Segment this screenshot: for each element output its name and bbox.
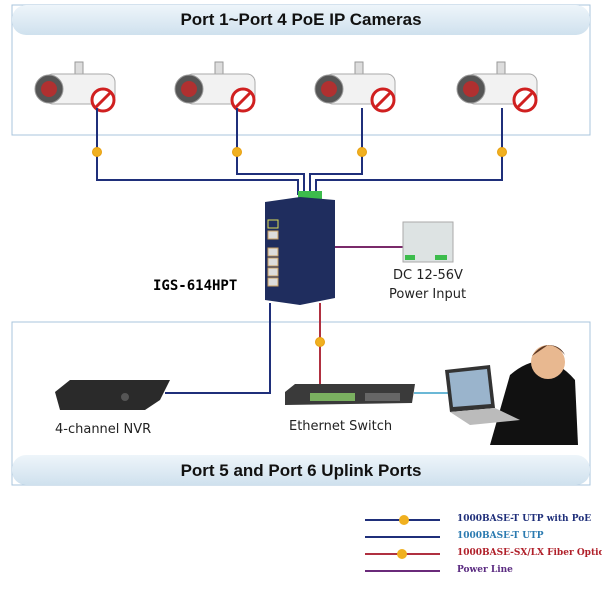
igs-614hpt-switch bbox=[265, 197, 335, 305]
nvr-device bbox=[55, 380, 170, 410]
legend-power-line: Power Line bbox=[457, 565, 513, 575]
top-band-title: Port 1~Port 4 PoE IP Cameras bbox=[180, 10, 422, 29]
legend-poe-marker bbox=[399, 515, 409, 525]
ethernet-switch-label: Ethernet Switch bbox=[289, 419, 393, 434]
legend-utp: 1000BASE-T UTP bbox=[457, 531, 544, 541]
ip-camera-4 bbox=[455, 60, 539, 113]
legend-fiber-marker bbox=[397, 549, 407, 559]
bottom-band-title: Port 5 and Port 6 Uplink Ports bbox=[180, 461, 422, 480]
device-model-label: IGS-614HPT bbox=[153, 278, 238, 294]
terminal-block bbox=[298, 191, 322, 199]
utp-uplink-line bbox=[165, 303, 271, 394]
poe-markers bbox=[92, 147, 507, 157]
bottom-band bbox=[12, 455, 590, 485]
ip-camera-2 bbox=[173, 60, 257, 113]
legend-utp-poe: 1000BASE-T UTP with PoE bbox=[457, 514, 592, 524]
legend-lines bbox=[365, 519, 440, 572]
user-with-laptop bbox=[445, 345, 578, 445]
ip-camera-3 bbox=[313, 60, 397, 113]
poe-lines bbox=[96, 108, 503, 195]
ip-camera-1 bbox=[33, 60, 117, 113]
legend-fiber: 1000BASE-SX/LX Fiber Optic bbox=[457, 548, 602, 558]
power-label-line1: DC 12-56V bbox=[393, 268, 463, 283]
power-label-line2: Power Input bbox=[389, 287, 467, 302]
top-band bbox=[12, 5, 590, 35]
nvr-label: 4-channel NVR bbox=[55, 422, 152, 437]
